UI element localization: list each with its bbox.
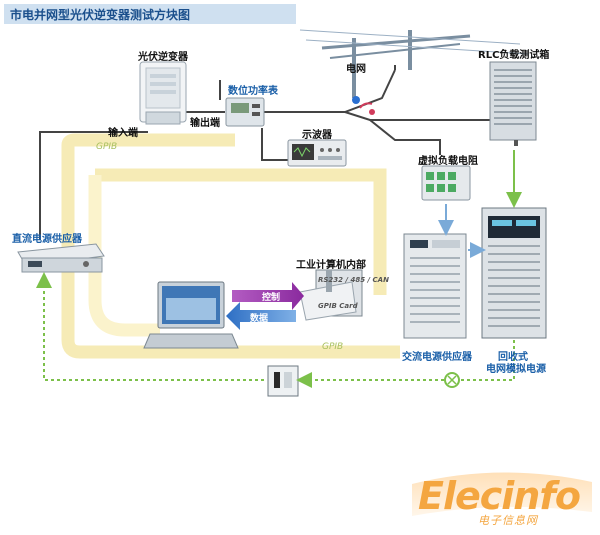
- label-regen-line2: 电网模拟电源: [486, 364, 546, 375]
- label-input: 输入端: [108, 128, 138, 139]
- logo-main: Elecinfo: [418, 474, 581, 518]
- distribution-box-icon: [267, 365, 299, 397]
- gpib-bus-path: [61, 133, 400, 359]
- pv-inverter-device: [139, 61, 187, 125]
- industrial-pc-card: [299, 269, 363, 321]
- label-gpib-card: GPIB Card: [318, 302, 358, 310]
- diagram-title-bar: 市电并网型光伏逆变器测试方块图: [4, 4, 296, 24]
- logo-subtitle: 电子信息网: [478, 514, 538, 527]
- label-gpib-top: GPIB: [96, 142, 118, 152]
- virtual-load-resistor: [421, 165, 471, 201]
- dc-power-supply-device: [17, 243, 105, 273]
- label-output: 输出端: [190, 118, 220, 129]
- label-gpib-bottom: GPIB: [322, 342, 344, 352]
- label-data: 数据: [250, 314, 269, 324]
- label-dc-supply: 直流电源供应器: [12, 234, 82, 245]
- label-pv-inverter: 光伏逆变器: [138, 52, 188, 63]
- ac-power-source-device: [403, 233, 467, 339]
- recycle-icon: [444, 372, 460, 388]
- rlc-load-cabinet: [489, 61, 537, 146]
- label-power-meter: 数位功率表: [228, 86, 278, 97]
- diagram-title: 市电并网型光伏逆变器测试方块图: [10, 8, 191, 22]
- label-rs232: RS232 / 485 / CAN: [318, 276, 389, 284]
- label-grid: 电网: [346, 64, 366, 75]
- label-virtual-load: 虚拟负载电阻: [418, 156, 478, 167]
- label-industrial-pc: 工业计算机内部: [296, 260, 366, 271]
- data-arrow-icon: [226, 302, 296, 330]
- computer-monitor: [143, 281, 239, 349]
- label-rlc-load: RLC负载测试箱: [478, 50, 550, 61]
- control-arrow-icon: [232, 282, 304, 310]
- power-pole-icon: [299, 29, 529, 115]
- oscilloscope-device: [287, 139, 347, 167]
- label-oscilloscope: 示波器: [302, 130, 332, 141]
- regenerative-grid-simulator-device: [481, 207, 547, 339]
- energy-return-path: [36, 272, 515, 388]
- power-meter-device: [225, 97, 265, 127]
- logo-background: [412, 472, 592, 516]
- label-control: 控制: [262, 293, 281, 303]
- label-ac-supply: 交流电源供应器: [402, 352, 472, 363]
- label-regen-line1: 回收式: [498, 352, 528, 363]
